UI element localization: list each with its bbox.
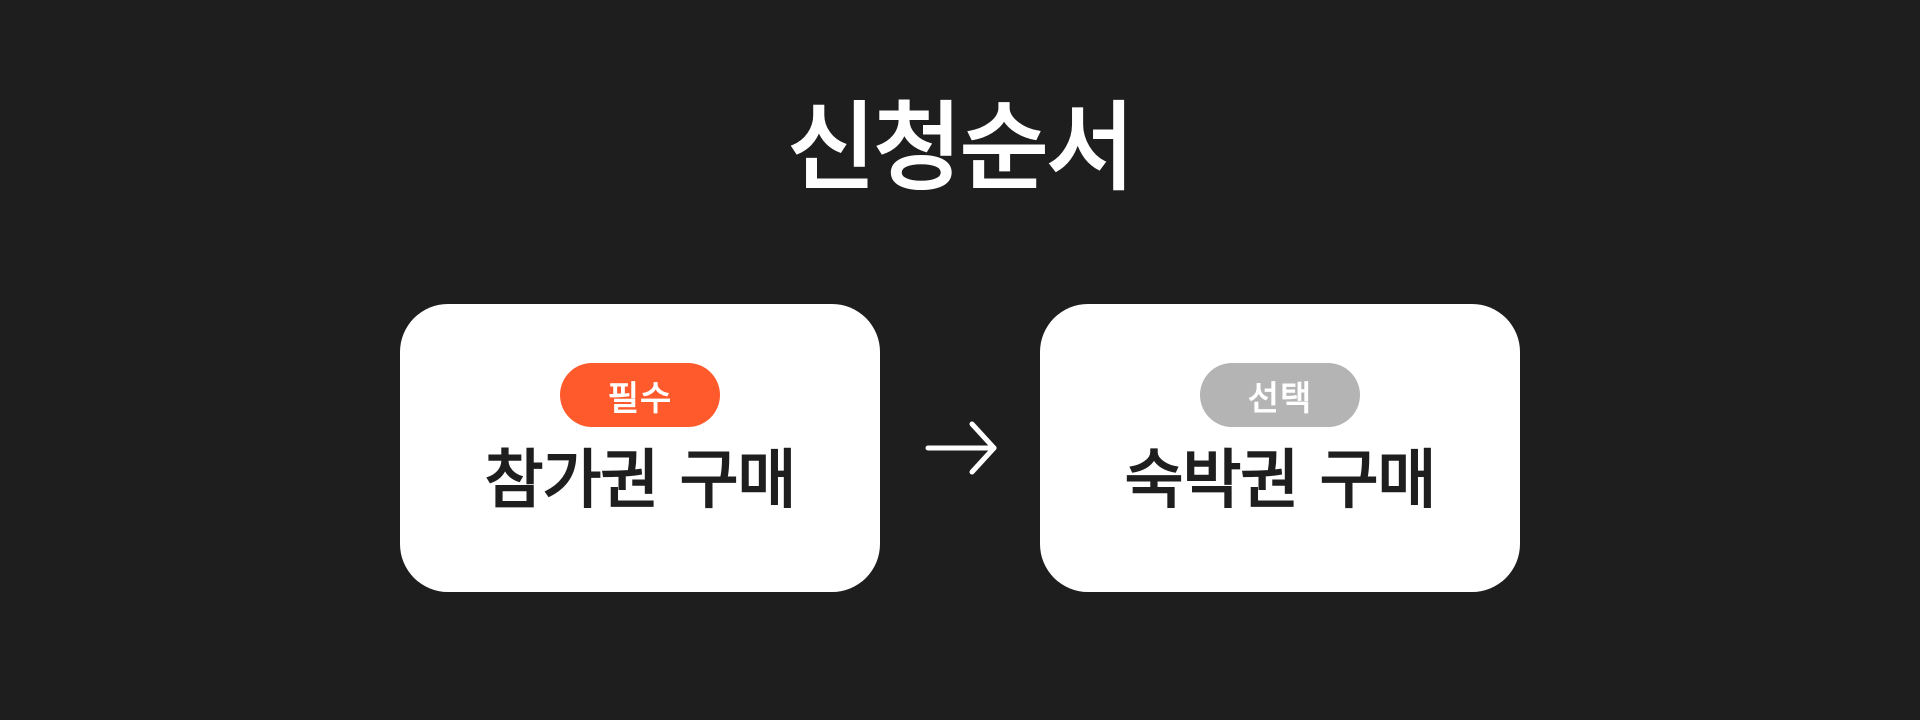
step-label-ticket: 참가권 구매 bbox=[484, 444, 797, 518]
arrow-right-icon bbox=[925, 421, 997, 475]
required-badge: 필수 bbox=[560, 363, 720, 427]
page-title: 신청순서 bbox=[787, 92, 1134, 204]
step-card-lodging: 선택 숙박권 구매 bbox=[1040, 304, 1520, 592]
step-label-lodging: 숙박권 구매 bbox=[1124, 444, 1437, 518]
optional-badge: 선택 bbox=[1200, 363, 1360, 427]
step-card-ticket: 필수 참가권 구매 bbox=[400, 304, 880, 592]
